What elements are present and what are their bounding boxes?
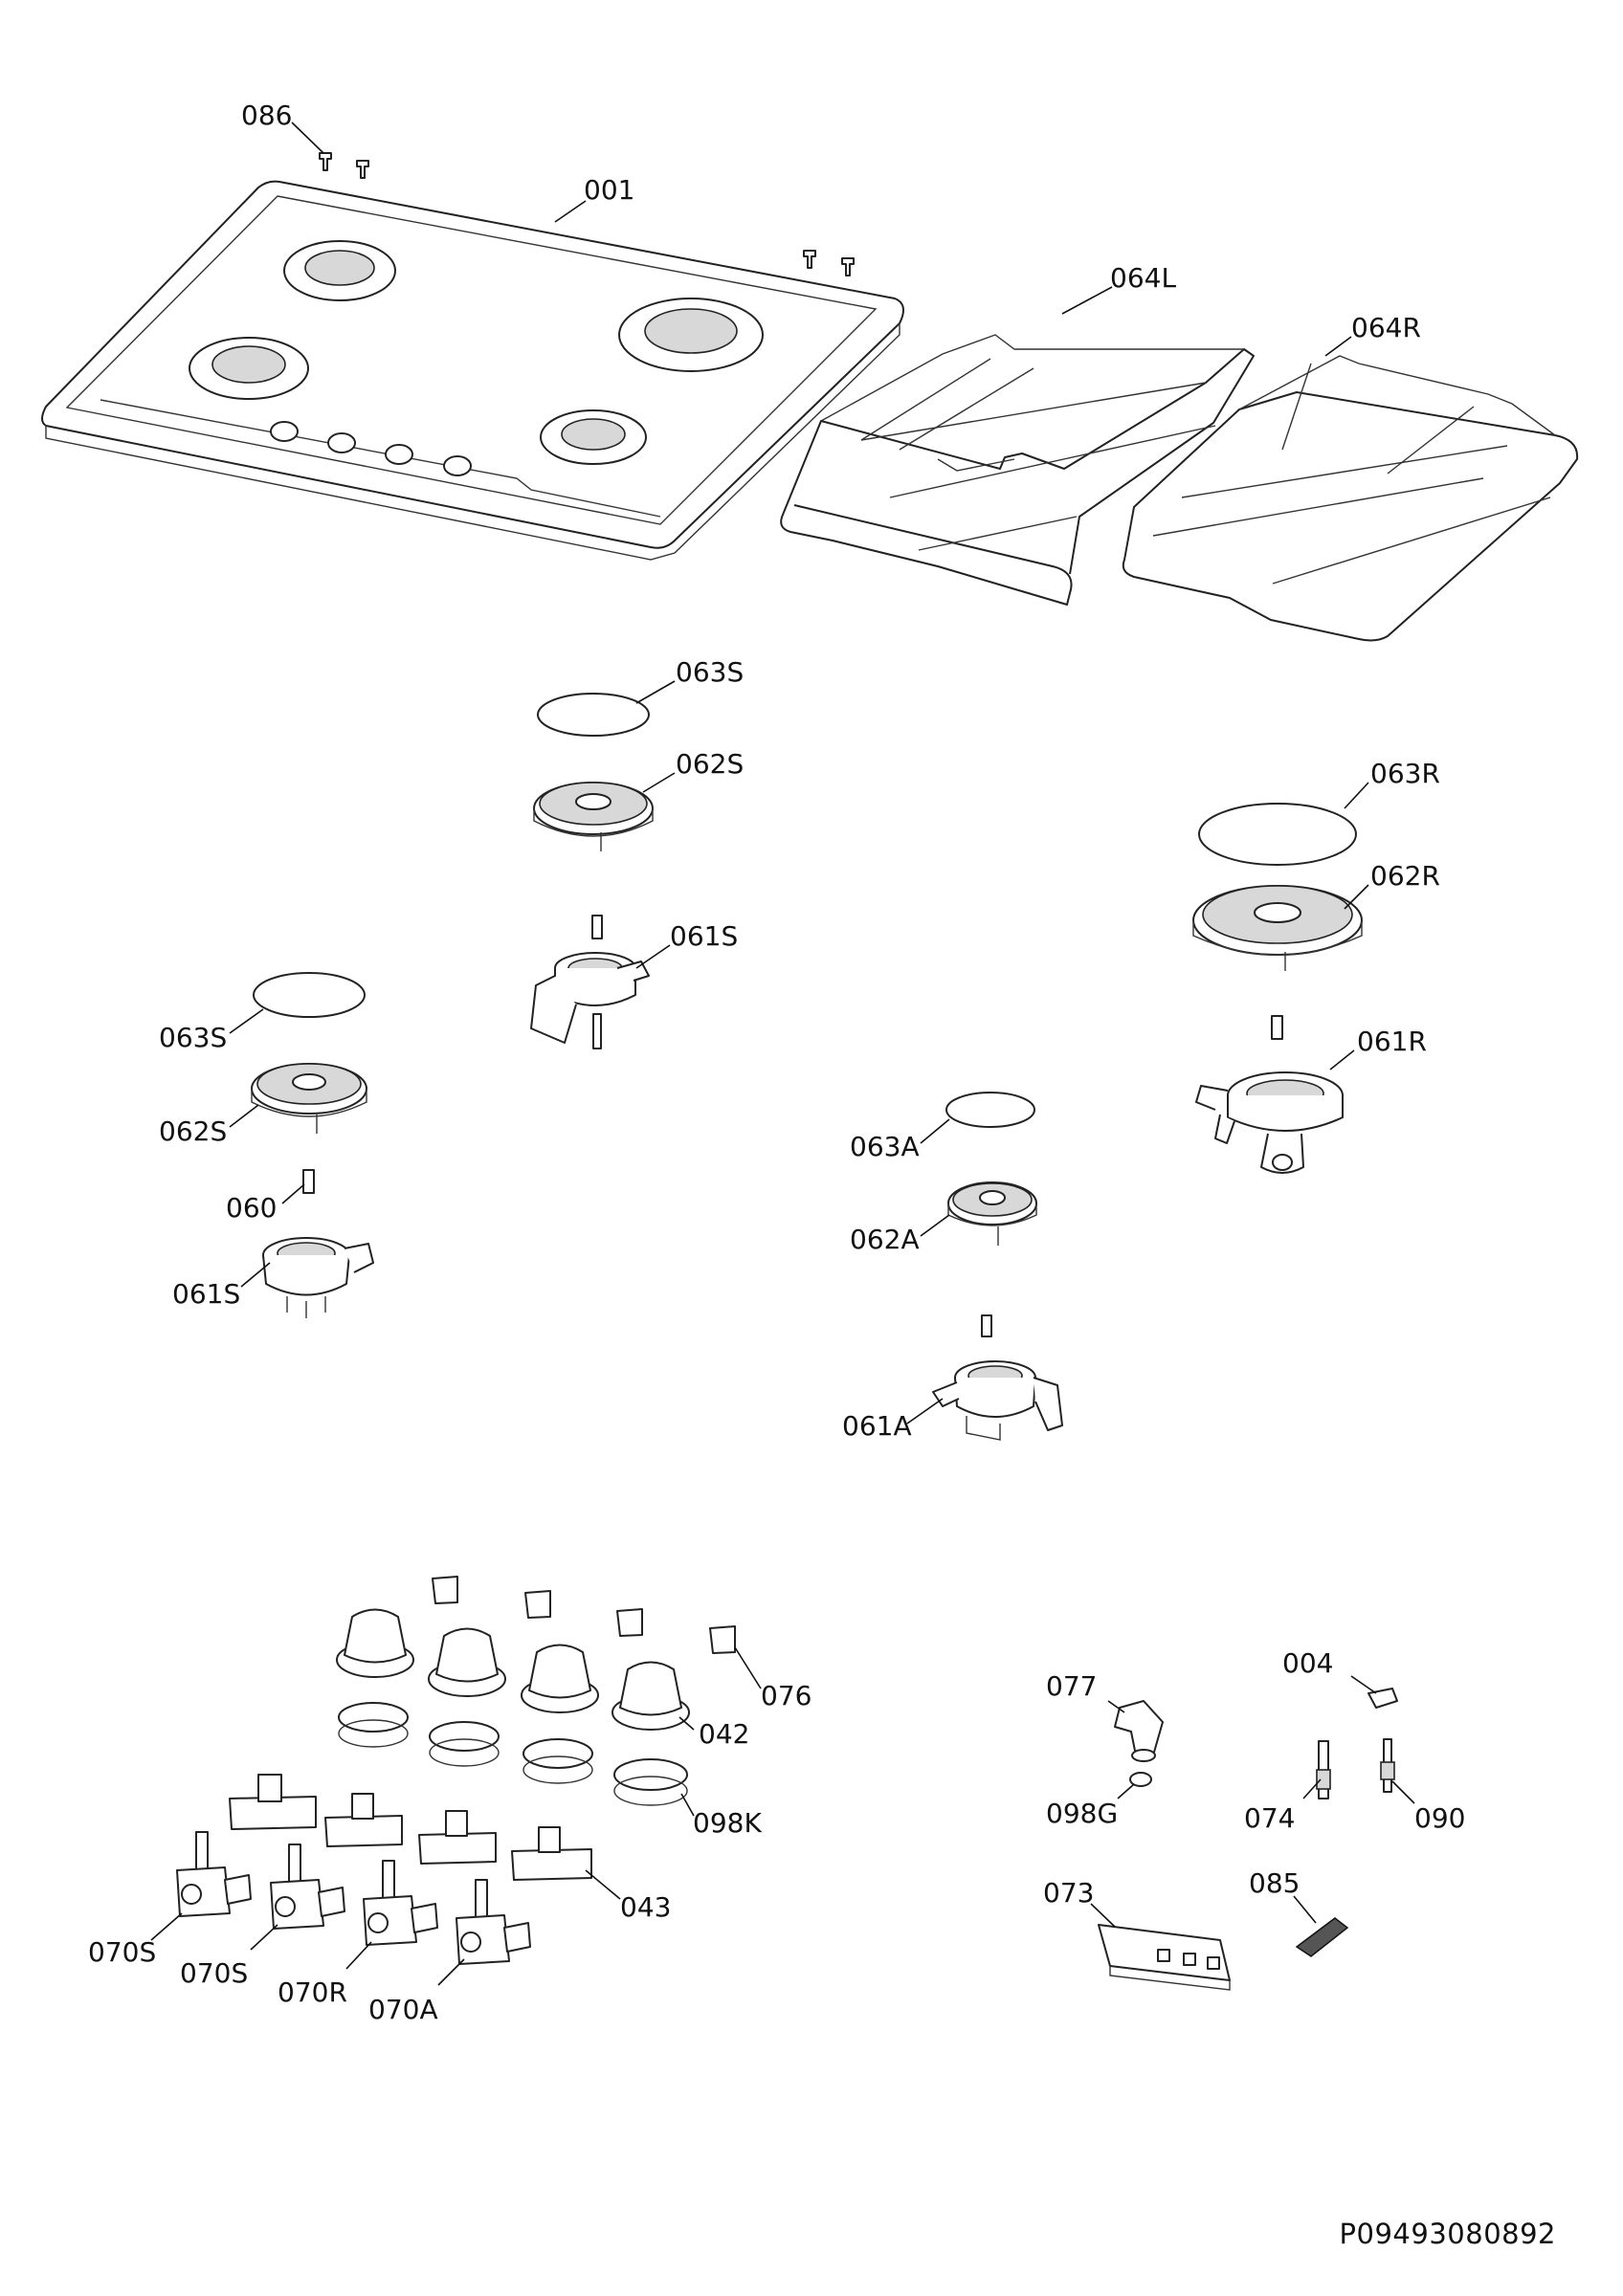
label-086[interactable]: 086 — [241, 99, 292, 131]
label-061R[interactable]: 061R — [1357, 1026, 1427, 1057]
leader-lines — [150, 121, 1415, 1986]
burner-body-061S-left[interactable] — [262, 1237, 374, 1318]
valve-brackets-043[interactable] — [229, 1774, 592, 1881]
label-060[interactable]: 060 — [226, 1192, 277, 1224]
spark-plug-090[interactable] — [1380, 1738, 1395, 1793]
burner-body-061A[interactable] — [932, 1360, 1063, 1441]
burner-cap-063A[interactable] — [945, 1092, 1035, 1128]
knob-clips-076[interactable] — [432, 1576, 736, 1654]
pan-support-left[interactable] — [780, 334, 1255, 606]
label-063R[interactable]: 063R — [1370, 758, 1440, 789]
label-004[interactable]: 004 — [1282, 1647, 1333, 1679]
burner-crown-062S-left[interactable] — [251, 1063, 367, 1134]
label-061S-left[interactable]: 061S — [172, 1278, 240, 1310]
cable-clip-085[interactable] — [1295, 1917, 1349, 1957]
seal-098G[interactable] — [1129, 1772, 1152, 1787]
label-062S-left[interactable]: 062S — [159, 1115, 227, 1147]
screw-set[interactable] — [319, 152, 855, 276]
injector-A[interactable] — [981, 1314, 992, 1337]
label-085[interactable]: 085 — [1249, 1867, 1300, 1899]
knob-springs-098K[interactable] — [338, 1702, 688, 1806]
label-001[interactable]: 001 — [584, 174, 634, 206]
hob-top-panel[interactable] — [41, 180, 904, 561]
label-098K[interactable]: 098K — [693, 1807, 762, 1839]
label-062R[interactable]: 062R — [1370, 860, 1440, 892]
label-064L[interactable]: 064L — [1110, 262, 1176, 294]
label-070S-a[interactable]: 070S — [88, 1936, 156, 1968]
injector-right[interactable] — [1271, 1015, 1283, 1040]
ignition-module-073[interactable] — [1098, 1924, 1231, 1991]
label-062A[interactable]: 062A — [850, 1224, 920, 1255]
label-043[interactable]: 043 — [620, 1891, 671, 1923]
burner-cap-063S-left[interactable] — [253, 972, 366, 1018]
label-042[interactable]: 042 — [699, 1718, 749, 1750]
label-070S-b[interactable]: 070S — [180, 1957, 248, 1989]
burner-cap-063S-top[interactable] — [537, 693, 650, 737]
burner-body-061R[interactable] — [1195, 1071, 1344, 1174]
burner-cap-063R[interactable] — [1198, 803, 1357, 866]
label-077[interactable]: 077 — [1046, 1670, 1097, 1702]
burner-crown-062A[interactable] — [947, 1181, 1037, 1246]
label-074[interactable]: 074 — [1244, 1802, 1295, 1834]
burner-crown-062S-top[interactable] — [533, 782, 654, 851]
label-063S-top[interactable]: 063S — [676, 656, 744, 688]
label-070R[interactable]: 070R — [278, 1976, 347, 2008]
burner-body-061S-top[interactable] — [530, 952, 650, 1049]
label-098G[interactable]: 098G — [1046, 1798, 1118, 1829]
injector-060[interactable] — [302, 1169, 315, 1194]
label-076[interactable]: 076 — [761, 1680, 812, 1711]
label-063S-left[interactable]: 063S — [159, 1022, 227, 1053]
burner-crown-062R[interactable] — [1192, 885, 1363, 971]
label-070A[interactable]: 070A — [368, 1994, 438, 2025]
label-062S-top[interactable]: 062S — [676, 748, 744, 780]
label-061S-top[interactable]: 061S — [670, 920, 738, 952]
document-number: P09493080892 — [1339, 2218, 1556, 2250]
label-073[interactable]: 073 — [1043, 1877, 1094, 1909]
control-knobs-042[interactable] — [336, 1608, 690, 1731]
label-063A[interactable]: 063A — [850, 1131, 920, 1162]
gas-valves[interactable] — [176, 1831, 531, 1965]
label-090[interactable]: 090 — [1414, 1802, 1465, 1834]
thermocouple-074[interactable] — [1316, 1740, 1331, 1799]
part-labels: 086 001 064L 064R 063S 062S 061S 063R 06… — [88, 99, 1465, 2025]
connector-elbow-077[interactable] — [1114, 1700, 1164, 1762]
pan-support-right[interactable] — [1122, 355, 1579, 642]
label-064R[interactable]: 064R — [1351, 312, 1421, 343]
label-061A[interactable]: 061A — [842, 1410, 912, 1442]
injector-top[interactable] — [591, 915, 603, 939]
